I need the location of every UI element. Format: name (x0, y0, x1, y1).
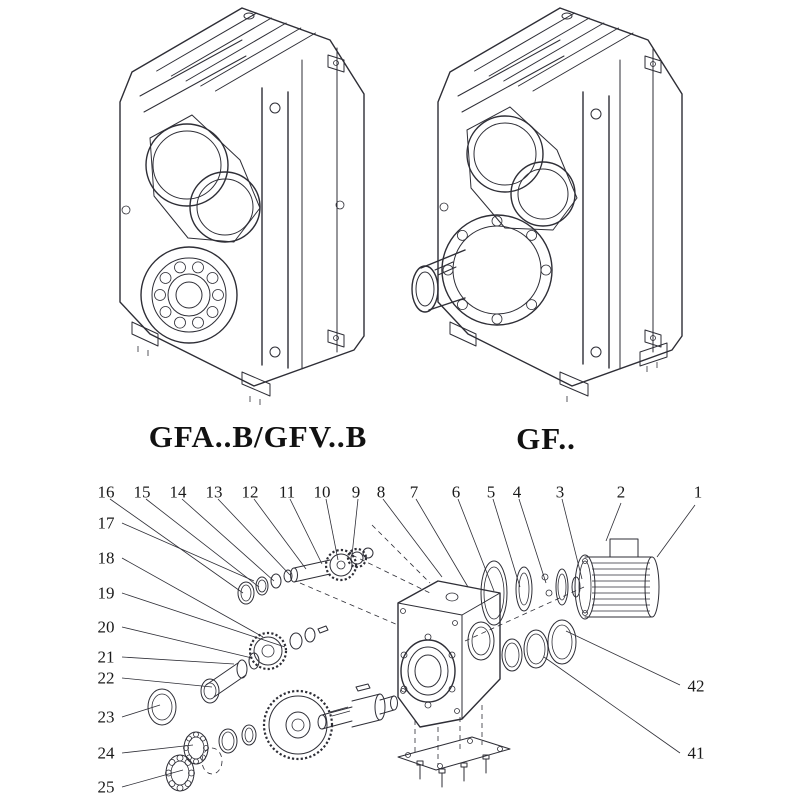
mounting-feet (449, 321, 668, 402)
part-number-41: 41 (687, 743, 705, 763)
part-number-25: 25 (97, 777, 115, 797)
part-number-23: 23 (97, 707, 115, 727)
housing-outline (119, 7, 365, 387)
part-number-6: 6 (451, 482, 461, 502)
bearings-and-washers (165, 724, 257, 792)
part-number-10: 10 (313, 482, 331, 502)
part-number-5: 5 (486, 482, 496, 502)
part-number-16: 16 (97, 482, 115, 502)
motor-flange-parts (480, 560, 569, 626)
part-number-3: 3 (555, 482, 565, 502)
second-stage-gear-set (200, 625, 329, 704)
part-number-2: 2 (616, 482, 626, 502)
side-flange (121, 54, 345, 369)
output-bearing (140, 246, 238, 344)
leader-lines (109, 498, 696, 788)
output-shaft (411, 249, 466, 313)
base-gasket-and-bolts (397, 736, 511, 788)
gearbox-drawing-gf (411, 7, 683, 402)
part-number-17: 17 (97, 513, 115, 533)
side-flange (439, 55, 662, 369)
part-number-15: 15 (133, 482, 151, 502)
part-number-22: 22 (97, 668, 115, 688)
output-gear-and-shaft (262, 683, 398, 761)
upper-bores (466, 115, 576, 227)
part-number-42: 42 (687, 676, 705, 696)
part-number-11: 11 (278, 482, 296, 502)
cooling-ribs (457, 12, 634, 113)
part-number-1: 1 (693, 482, 703, 502)
bore-boss (466, 106, 578, 231)
oil-seal (147, 688, 177, 726)
output-side-rings (501, 619, 577, 672)
part-number-9: 9 (351, 482, 361, 502)
part-number-21: 21 (97, 647, 115, 667)
part-number-8: 8 (376, 482, 386, 502)
electric-motor (571, 538, 660, 620)
part-number-14: 14 (169, 482, 187, 502)
output-flange (441, 214, 553, 326)
alignment-lines (299, 524, 585, 765)
part-number-13: 13 (205, 482, 223, 502)
exploded-parts-diagram (109, 498, 696, 792)
gear-housing (397, 580, 501, 728)
part-number-18: 18 (97, 548, 115, 568)
part-number-12: 12 (241, 482, 259, 502)
part-number-20: 20 (97, 617, 115, 637)
model-label-gf: GF.. (516, 421, 576, 456)
part-number-24: 24 (97, 743, 115, 763)
intermediate-shaft-assembly (237, 547, 374, 605)
upper-bores (145, 123, 261, 243)
gearbox-drawing-gfab-gfvb (119, 7, 365, 405)
model-label-gfab-gfvb: GFA..B/GFV..B (148, 419, 368, 454)
part-number-4: 4 (512, 482, 522, 502)
housing-outline (437, 7, 683, 387)
part-number-7: 7 (409, 482, 419, 502)
cooling-ribs (139, 12, 316, 113)
part-number-19: 19 (97, 583, 115, 603)
mounting-feet (131, 321, 271, 405)
